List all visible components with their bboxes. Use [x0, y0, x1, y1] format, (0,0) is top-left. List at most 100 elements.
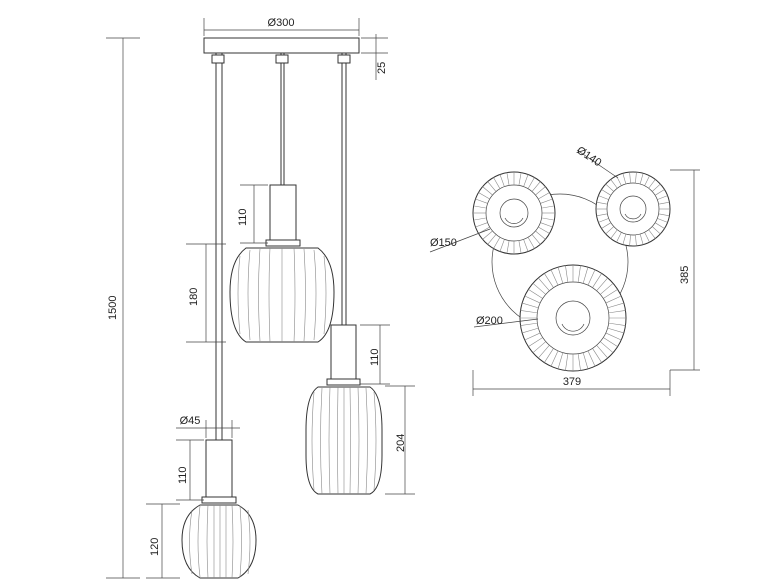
- shade-rib: [540, 222, 553, 228]
- shade-rib: [528, 337, 543, 347]
- leader-150: [429, 228, 491, 253]
- socket-ring-middle: [265, 239, 301, 247]
- shade-rib: [622, 233, 627, 245]
- shade-rib: [635, 234, 637, 246]
- shade-rib: [487, 234, 497, 245]
- shade-rib: [506, 172, 510, 186]
- leader-140: [576, 149, 619, 179]
- cable-clamp-middle: [275, 54, 289, 64]
- shade-rib: [608, 322, 626, 326]
- shade-rib: [557, 267, 564, 284]
- shade-rib: [616, 232, 622, 243]
- shade-rib: [648, 179, 656, 189]
- top-view-shade-150: [472, 171, 556, 255]
- shade-rib: [520, 310, 538, 314]
- shade-rib: [540, 198, 553, 204]
- shade-rib: [538, 226, 550, 234]
- cable-clamp-right: [337, 54, 351, 64]
- shade-rib: [629, 172, 631, 184]
- top-view-shade-140: [595, 171, 671, 247]
- shade-rib: [473, 217, 487, 221]
- shade-rib: [654, 189, 665, 196]
- shade-rib: [605, 332, 622, 341]
- socket-height-middle-label: 110: [237, 208, 249, 226]
- pendant-left: [181, 439, 257, 579]
- shade-rib: [644, 175, 650, 186]
- shade-rib: [523, 239, 529, 252]
- shade-rib: [639, 233, 644, 245]
- leader-200: [473, 318, 539, 328]
- shade-rib: [629, 234, 631, 246]
- diameter-140-label: Ø140: [574, 144, 603, 169]
- shade-rib: [524, 295, 541, 304]
- ceiling-canopy: [203, 37, 360, 54]
- pendant-right: [305, 324, 383, 495]
- total-height-label: 1500: [107, 296, 119, 320]
- shade-rib: [610, 229, 618, 239]
- shade-rib: [506, 240, 510, 254]
- shade-rib: [598, 195, 609, 200]
- socket-height-left-label: 110: [177, 466, 189, 484]
- shade-rib: [538, 345, 550, 359]
- shade-rib: [603, 289, 618, 299]
- shade-rib: [541, 217, 555, 221]
- shade-rib: [598, 218, 609, 223]
- top-view-depth-label: 385: [679, 266, 691, 284]
- shade-rib: [531, 181, 541, 192]
- shade-rib: [654, 222, 665, 229]
- shade-rib: [601, 189, 612, 196]
- shade-rib: [527, 177, 535, 189]
- shade-rib: [557, 352, 564, 369]
- shade-rib: [577, 353, 581, 371]
- shade-rib: [493, 177, 501, 189]
- shade-rib: [592, 273, 602, 288]
- shade-rib: [601, 222, 612, 229]
- cable-clamp-left: [211, 54, 225, 64]
- socket-ring-right: [326, 378, 361, 386]
- shade-rib: [523, 174, 529, 187]
- shade-rib: [499, 239, 505, 252]
- shade-rib: [587, 269, 596, 286]
- shade-rib: [522, 302, 539, 309]
- shade-rib: [518, 172, 522, 186]
- shade-rib: [608, 310, 626, 314]
- shade-rib: [582, 352, 589, 369]
- shade-rib: [473, 205, 487, 209]
- shade-rib: [607, 302, 624, 309]
- shade-rib: [600, 341, 614, 353]
- shade-rib: [544, 348, 554, 363]
- socket-middle: [269, 184, 297, 244]
- shade-rib: [639, 173, 644, 185]
- canopy-height-label: 25: [376, 62, 388, 74]
- shade-rib: [538, 192, 550, 200]
- shade-rib: [635, 172, 637, 184]
- socket-ring-left: [201, 496, 237, 504]
- shade-rib: [596, 277, 608, 291]
- shade-left: [181, 504, 257, 579]
- shade-rib: [524, 332, 541, 341]
- shade-rib: [652, 226, 661, 235]
- shade-rib: [596, 201, 608, 205]
- shade-rib: [531, 234, 541, 245]
- shade-rib: [541, 205, 555, 209]
- socket-left: [205, 439, 233, 501]
- shade-rib: [522, 327, 539, 334]
- shade-rib: [493, 237, 501, 249]
- shade-right-height-label: 204: [395, 434, 407, 452]
- shade-rib: [607, 327, 624, 334]
- shade-rib: [532, 283, 546, 295]
- shade-rib: [610, 179, 618, 189]
- shade-rib: [482, 230, 493, 240]
- shade-rib: [535, 230, 546, 240]
- shade-rib: [565, 353, 569, 371]
- shade-left-height-label: 120: [149, 538, 161, 556]
- shade-rib: [596, 213, 608, 217]
- shade-rib: [482, 186, 493, 196]
- shade-rib: [605, 295, 622, 304]
- shade-rib: [600, 283, 614, 295]
- shade-rib: [596, 345, 608, 359]
- shade-rib: [475, 198, 488, 204]
- top-view-shade-200: [519, 264, 627, 372]
- shade-middle-height-label: 180: [188, 288, 200, 306]
